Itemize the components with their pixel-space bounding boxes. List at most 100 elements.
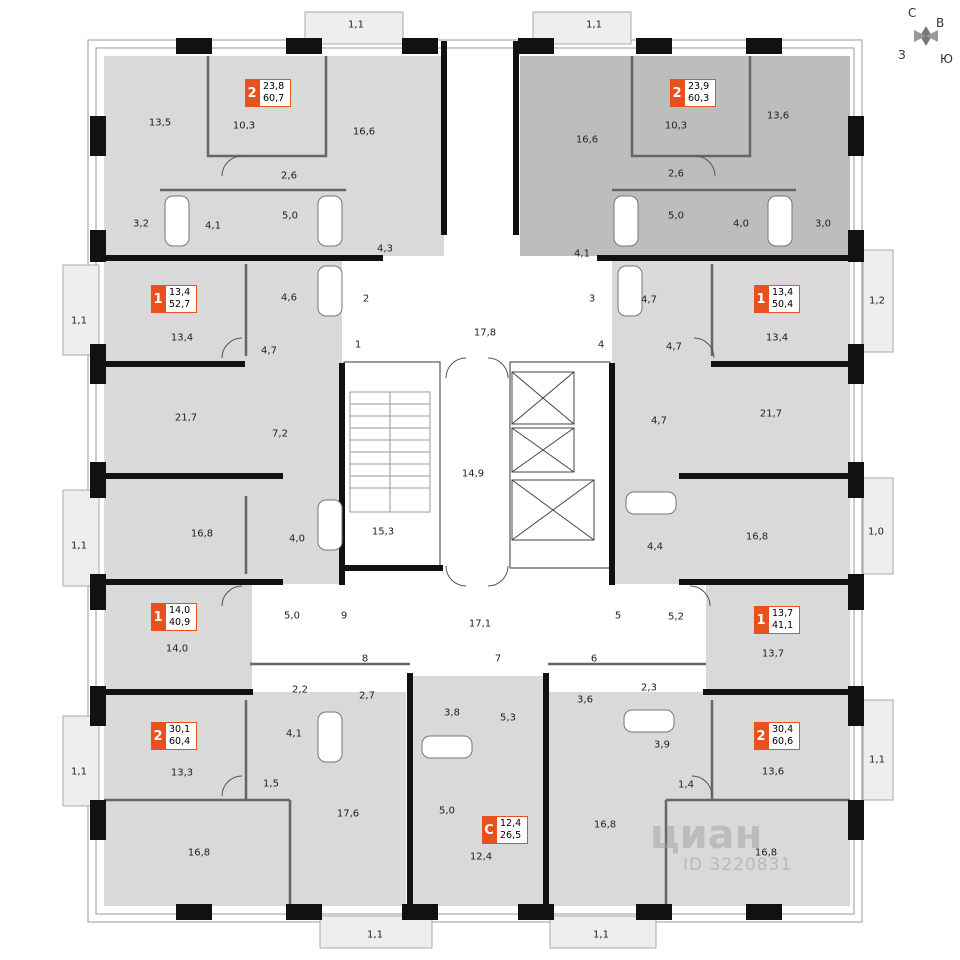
apartment-living-area: 13,7 bbox=[772, 608, 794, 619]
room-area-label: 14,9 bbox=[461, 468, 485, 480]
room-area-label: 4,4 bbox=[647, 541, 663, 553]
room-area-label: 5,0 bbox=[668, 210, 684, 222]
room-area-label: 1,4 bbox=[678, 779, 694, 791]
room-area-label: 1,0 bbox=[868, 526, 884, 538]
room-area-label: 4,1 bbox=[286, 728, 302, 740]
room-area-label: 1,1 bbox=[71, 540, 87, 552]
room-area-label: 1,1 bbox=[586, 19, 602, 31]
room-area-label: 6 bbox=[590, 653, 598, 665]
room-area-label: 1,1 bbox=[71, 315, 87, 327]
apartment-rooms: 1 bbox=[151, 603, 165, 631]
room-area-label: 16,6 bbox=[575, 134, 599, 146]
room-area-label: 4,7 bbox=[666, 341, 682, 353]
room-area-label: 10,3 bbox=[232, 120, 256, 132]
room-area-label: 16,8 bbox=[754, 847, 778, 859]
room-area-label: 2,3 bbox=[641, 682, 657, 694]
apartment-total-area: 26,5 bbox=[500, 830, 522, 841]
room-area-label: 9 bbox=[340, 610, 348, 622]
room-area-label: 1,1 bbox=[367, 929, 383, 941]
apartment-rooms: 1 bbox=[754, 285, 768, 313]
apartment-total-area: 50,4 bbox=[772, 299, 794, 310]
walls bbox=[101, 41, 853, 909]
window-piers bbox=[90, 38, 864, 920]
partitions bbox=[104, 56, 850, 906]
room-area-label: 5,0 bbox=[284, 610, 300, 622]
apartment-rooms: 2 bbox=[151, 722, 165, 750]
apartment-living-area: 14,0 bbox=[169, 605, 191, 616]
watermark-brand: циан bbox=[650, 812, 763, 858]
room-area-label: 1,2 bbox=[869, 295, 885, 307]
compass-north: С bbox=[908, 6, 917, 20]
room-area-label: 5,3 bbox=[500, 712, 516, 724]
room-area-label: 1,1 bbox=[593, 929, 609, 941]
room-area-label: 4,7 bbox=[261, 345, 277, 357]
apartment-rooms: 2 bbox=[245, 79, 259, 107]
room-area-label: 4 bbox=[597, 339, 605, 351]
room-area-label: 21,7 bbox=[174, 412, 198, 424]
apartment-living-area: 30,4 bbox=[772, 724, 794, 735]
room-area-label: 17,1 bbox=[468, 618, 492, 630]
core bbox=[343, 361, 611, 569]
room-area-label: 2,6 bbox=[668, 168, 684, 180]
room-area-label: 4,7 bbox=[641, 294, 657, 306]
compass-rose-icon bbox=[914, 26, 938, 46]
compass-west: З bbox=[898, 48, 906, 62]
room-area-label: 3 bbox=[588, 293, 596, 305]
room-area-label: 14,0 bbox=[165, 643, 189, 655]
apartment-living-area: 30,1 bbox=[169, 724, 191, 735]
room-area-label: 7,2 bbox=[272, 428, 288, 440]
room-area-label: 5,0 bbox=[439, 805, 455, 817]
room-area-label: 2 bbox=[362, 293, 370, 305]
apartment-rooms: 2 bbox=[754, 722, 768, 750]
room-area-label: 10,3 bbox=[664, 120, 688, 132]
room-area-label: 4,0 bbox=[733, 218, 749, 230]
apartment-total-area: 41,1 bbox=[772, 620, 794, 631]
bathtubs bbox=[164, 195, 793, 763]
room-area-label: 2,2 bbox=[292, 684, 308, 696]
room-area-label: 4,0 bbox=[289, 533, 305, 545]
room-area-label: 5,0 bbox=[282, 210, 298, 222]
room-area-label: 16,8 bbox=[187, 847, 211, 859]
room-area-label: 5,2 bbox=[668, 611, 684, 623]
room-area-label: 13,3 bbox=[170, 767, 194, 779]
room-area-label: 4,1 bbox=[205, 220, 221, 232]
apartment-living-area: 13,4 bbox=[169, 287, 191, 298]
apartment-total-area: 60,3 bbox=[688, 93, 710, 104]
apartment-living-area: 12,4 bbox=[500, 818, 522, 829]
room-area-label: 1,1 bbox=[869, 754, 885, 766]
room-area-label: 4,3 bbox=[377, 243, 393, 255]
stairs bbox=[349, 391, 431, 513]
apartment-living-area: 13,4 bbox=[772, 287, 794, 298]
room-area-label: 13,4 bbox=[765, 332, 789, 344]
compass-east: В bbox=[936, 16, 945, 30]
room-area-label: 21,7 bbox=[759, 408, 783, 420]
room-area-label: 1,1 bbox=[71, 766, 87, 778]
room-area-label: 1,5 bbox=[263, 778, 279, 790]
room-area-label: 3,6 bbox=[577, 694, 593, 706]
watermark-id: ID 3220831 bbox=[683, 855, 793, 875]
room-area-label: 13,5 bbox=[148, 117, 172, 129]
room-area-label: 5 bbox=[614, 610, 622, 622]
room-area-label: 3,0 bbox=[815, 218, 831, 230]
room-area-label: 3,9 bbox=[654, 739, 670, 751]
room-area-label: 17,6 bbox=[336, 808, 360, 820]
room-area-label: 2,6 bbox=[281, 170, 297, 182]
apartment-rooms: С bbox=[482, 816, 496, 844]
apartment-total-area: 52,7 bbox=[169, 299, 191, 310]
apartment-rooms: 1 bbox=[151, 285, 165, 313]
room-area-label: 1 bbox=[354, 339, 362, 351]
room-area-label: 16,8 bbox=[190, 528, 214, 540]
compass-south: Ю bbox=[940, 52, 953, 66]
elevators bbox=[511, 371, 595, 541]
room-area-label: 4,1 bbox=[574, 248, 590, 260]
room-area-label: 4,7 bbox=[651, 415, 667, 427]
room-area-label: 16,8 bbox=[745, 531, 769, 543]
